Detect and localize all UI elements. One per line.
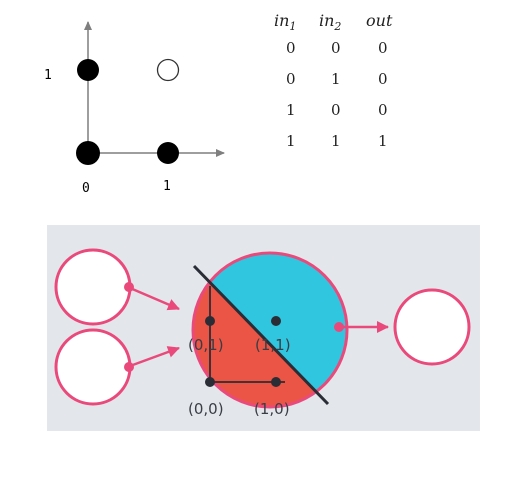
input-1-arrow: [129, 286, 180, 311]
output-connector-dot: [334, 322, 344, 332]
label-point-1-0: (1,0): [254, 400, 290, 418]
header-in1: in1: [274, 11, 296, 33]
input-node-1: [54, 248, 132, 326]
and-scatter-plot: 1 0 1: [44, 21, 225, 196]
label-point-0-0: (0,0): [188, 400, 224, 418]
inner-point-1-0: [271, 377, 281, 387]
cell-r0-c1: 0: [331, 39, 341, 57]
inner-point-1-1: [271, 316, 281, 326]
label-point-1-1: (1,1): [255, 336, 291, 354]
x-tick-label-0: 0: [82, 181, 90, 196]
header-in2: in2: [319, 11, 341, 33]
cell-r0-c2: 0: [378, 39, 388, 57]
cell-r1-c2: 0: [378, 70, 388, 88]
point-1-1: [156, 58, 180, 82]
point-0-0: [76, 141, 100, 165]
output-node: [393, 288, 471, 366]
table-row: 0 1 0: [286, 70, 388, 88]
cell-r1-c1: 1: [331, 70, 341, 88]
header-out: out: [366, 11, 393, 30]
cell-r3-c0: 1: [286, 132, 296, 150]
inner-point-0-1: [205, 316, 215, 326]
y-tick-label-1: 1: [44, 68, 52, 83]
table-row: 1 1 1: [286, 132, 388, 150]
input-2-arrow: [129, 346, 180, 368]
cell-r2-c1: 0: [331, 101, 341, 119]
truth-table: in1 in2 out 0 0 0 0 1 0 1 0 0 1 1 1: [274, 11, 393, 150]
table-row: 0 0 0: [286, 39, 388, 57]
neuron-diagram: (0,1) (1,1) (0,0) (1,0): [47, 225, 480, 431]
cell-r1-c0: 0: [286, 70, 296, 88]
input-1-connector-dot: [124, 282, 134, 292]
x-tick-label-1: 1: [163, 179, 171, 194]
cell-r2-c0: 1: [286, 101, 296, 119]
neuron-outline: [191, 251, 349, 409]
point-1-0: [157, 142, 179, 164]
decision-boundary-line: [192, 264, 330, 406]
inner-point-0-0: [205, 377, 215, 387]
cell-r0-c0: 0: [286, 39, 296, 57]
cell-r3-c1: 1: [331, 132, 341, 150]
table-row: 1 0 0: [286, 101, 388, 119]
point-0-1: [77, 59, 99, 81]
input-2-connector-dot: [124, 362, 134, 372]
label-point-0-1: (0,1): [188, 336, 224, 354]
input-node-2: [54, 328, 132, 406]
cell-r2-c2: 0: [378, 101, 388, 119]
cell-r3-c2: 1: [378, 132, 388, 150]
